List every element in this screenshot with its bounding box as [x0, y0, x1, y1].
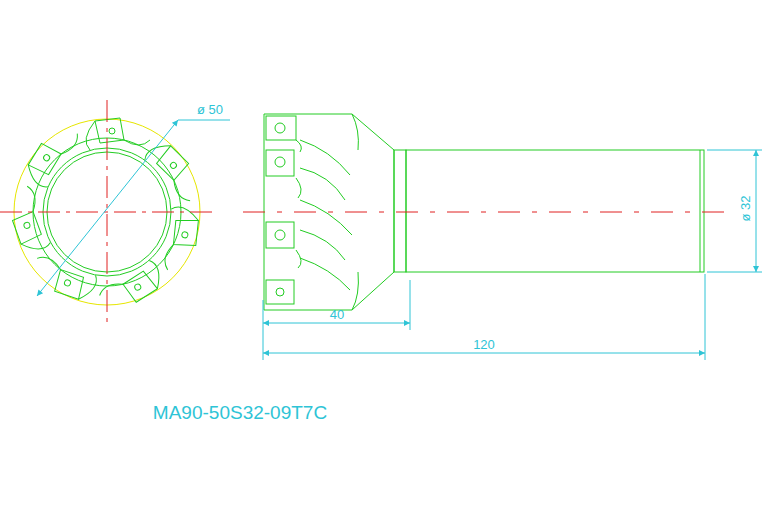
diameter-dimension: ø 50 [195, 102, 225, 117]
center-line [243, 212, 730, 213]
length-dimension: 40 [328, 307, 346, 322]
length-dimension: 120 [471, 337, 497, 352]
dimensions [263, 150, 762, 360]
end-view [0, 100, 230, 322]
part-number: MA90-50S32-09T7C [151, 402, 329, 423]
diameter-dimension: ø 32 [737, 193, 752, 223]
